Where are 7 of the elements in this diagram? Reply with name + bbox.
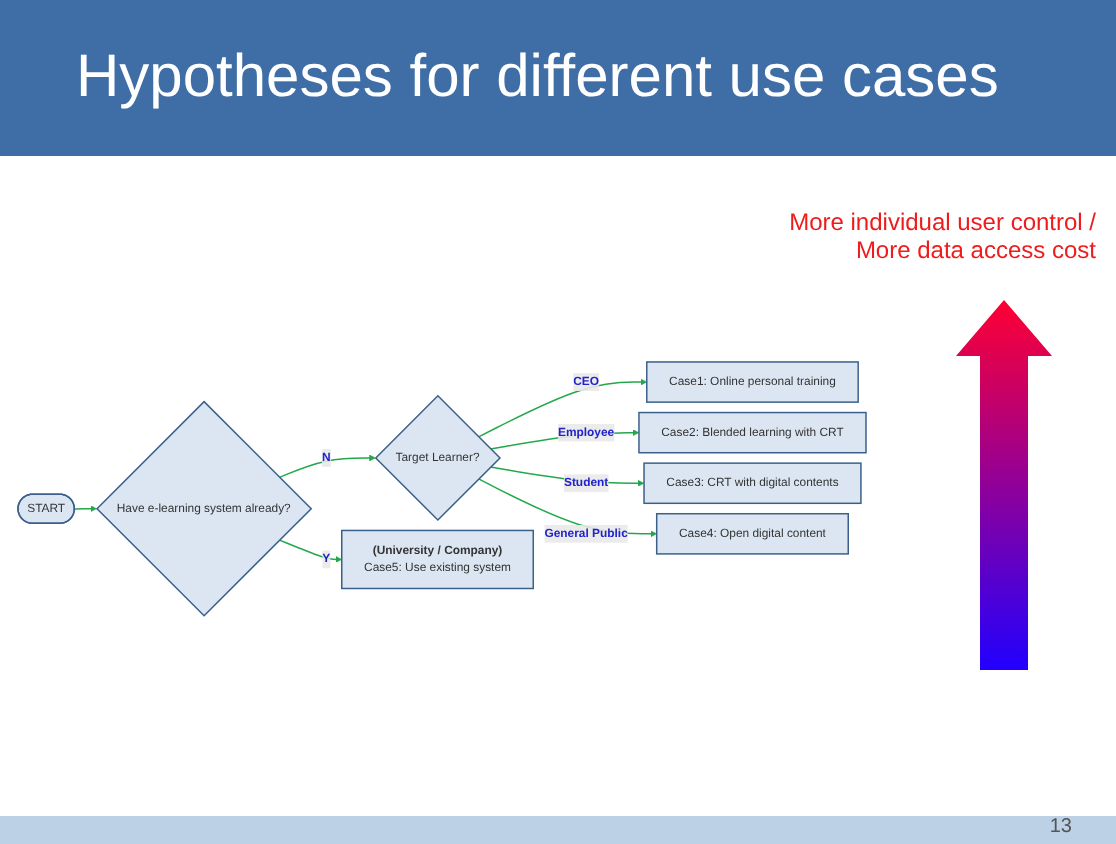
slide-title: Hypotheses for different use cases: [0, 0, 1116, 156]
arrow: [278, 453, 376, 478]
arrow: [73, 504, 97, 512]
arrow: [477, 377, 648, 437]
arrow: [278, 538, 343, 562]
page-number: 13: [1049, 816, 1072, 838]
annotation-text: More individual user control / More data access cost: [787, 208, 1096, 264]
